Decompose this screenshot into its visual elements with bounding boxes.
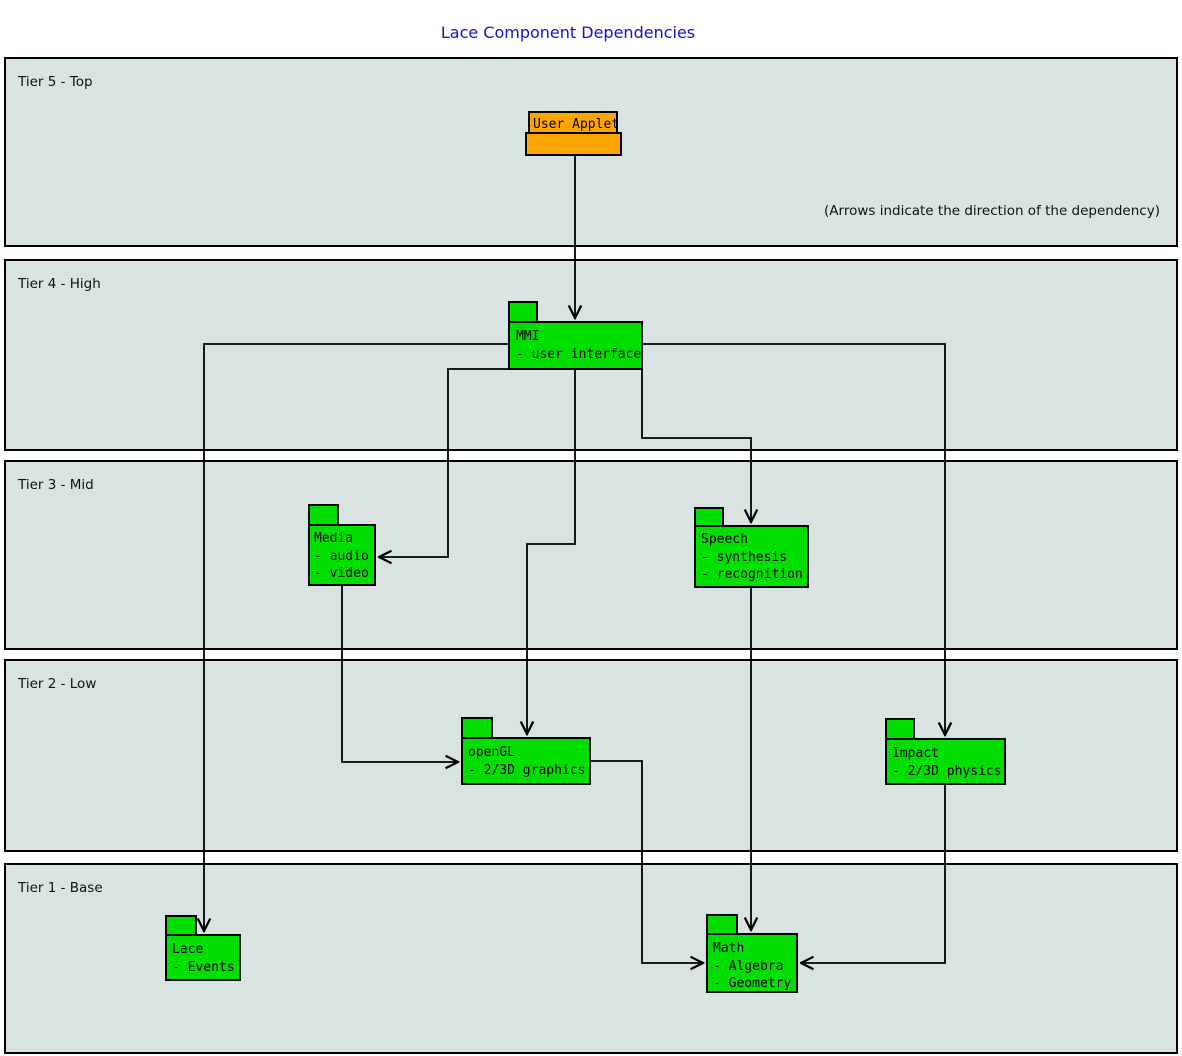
component-mmi: MMI - user interface (508, 301, 643, 370)
opengl-line-0: - 2/3D graphics (468, 763, 585, 778)
mmi-box (508, 321, 643, 370)
speech-line-1: - recognition (701, 567, 803, 582)
edge-opengl-to-math (590, 760, 703, 963)
math-line-1: - Geometry (713, 976, 791, 991)
speech-box (694, 525, 809, 588)
media-tab (308, 504, 339, 528)
component-opengl: openGL - 2/3D graphics (461, 717, 591, 785)
lace-title: Lace (172, 942, 203, 957)
tier-1-label: Tier 1 - Base (17, 880, 103, 896)
edge-impact-to-math (801, 784, 946, 963)
impact-title: Impact (892, 746, 939, 761)
math-box (706, 933, 798, 993)
diagram-title: Lace Component Dependencies (441, 23, 695, 42)
component-media: Media - audio - video (308, 504, 376, 586)
user-applet-label: User Applet (533, 117, 619, 132)
impact-tab (885, 718, 915, 742)
tier-5-label: Tier 5 - Top (17, 74, 93, 90)
lace-tab (165, 915, 197, 938)
tier-2-label: Tier 2 - Low (17, 676, 96, 692)
opengl-tab (461, 717, 493, 741)
math-line-0: - Algebra (713, 959, 783, 974)
tier-4-label: Tier 4 - High (17, 276, 101, 292)
edge-mmi-to-impact (642, 343, 945, 735)
component-user-applet: User Applet (525, 111, 622, 156)
mmi-title: MMI (516, 329, 539, 344)
media-title: Media (314, 531, 353, 546)
mmi-line-0: - user interface (516, 347, 641, 362)
impact-line-0: - 2/3D physics (892, 764, 1002, 779)
math-title: Math (713, 941, 744, 956)
component-lace: Lace - Events (165, 915, 241, 981)
component-speech: Speech - synthesis - recognition (694, 507, 809, 588)
edge-mmi-to-opengl (527, 369, 576, 734)
tier-3-band (4, 460, 1178, 650)
speech-title: Speech (701, 532, 748, 547)
lace-box (165, 934, 241, 981)
note-arrow-direction: (Arrows indicate the direction of the de… (824, 203, 1160, 219)
speech-line-0: - synthesis (701, 550, 787, 565)
media-box (308, 524, 376, 586)
math-tab (706, 914, 738, 937)
impact-box (885, 738, 1006, 785)
opengl-title: openGL (468, 745, 515, 760)
edge-mmi-to-media (379, 368, 509, 557)
edge-media-to-opengl (341, 585, 458, 762)
opengl-box (461, 737, 591, 785)
tier-3-label: Tier 3 - Mid (17, 477, 94, 493)
media-line-0: - audio (314, 549, 369, 564)
user-applet-body-box (525, 132, 622, 156)
lace-line-0: - Events (172, 960, 235, 975)
component-impact: Impact - 2/3D physics (885, 718, 1006, 785)
mmi-tab (508, 301, 538, 325)
component-math: Math - Algebra - Geometry (706, 914, 798, 993)
edge-mmi-to-lace (204, 343, 509, 931)
media-line-1: - video (314, 566, 369, 581)
edge-mmi-to-speech (641, 369, 751, 522)
